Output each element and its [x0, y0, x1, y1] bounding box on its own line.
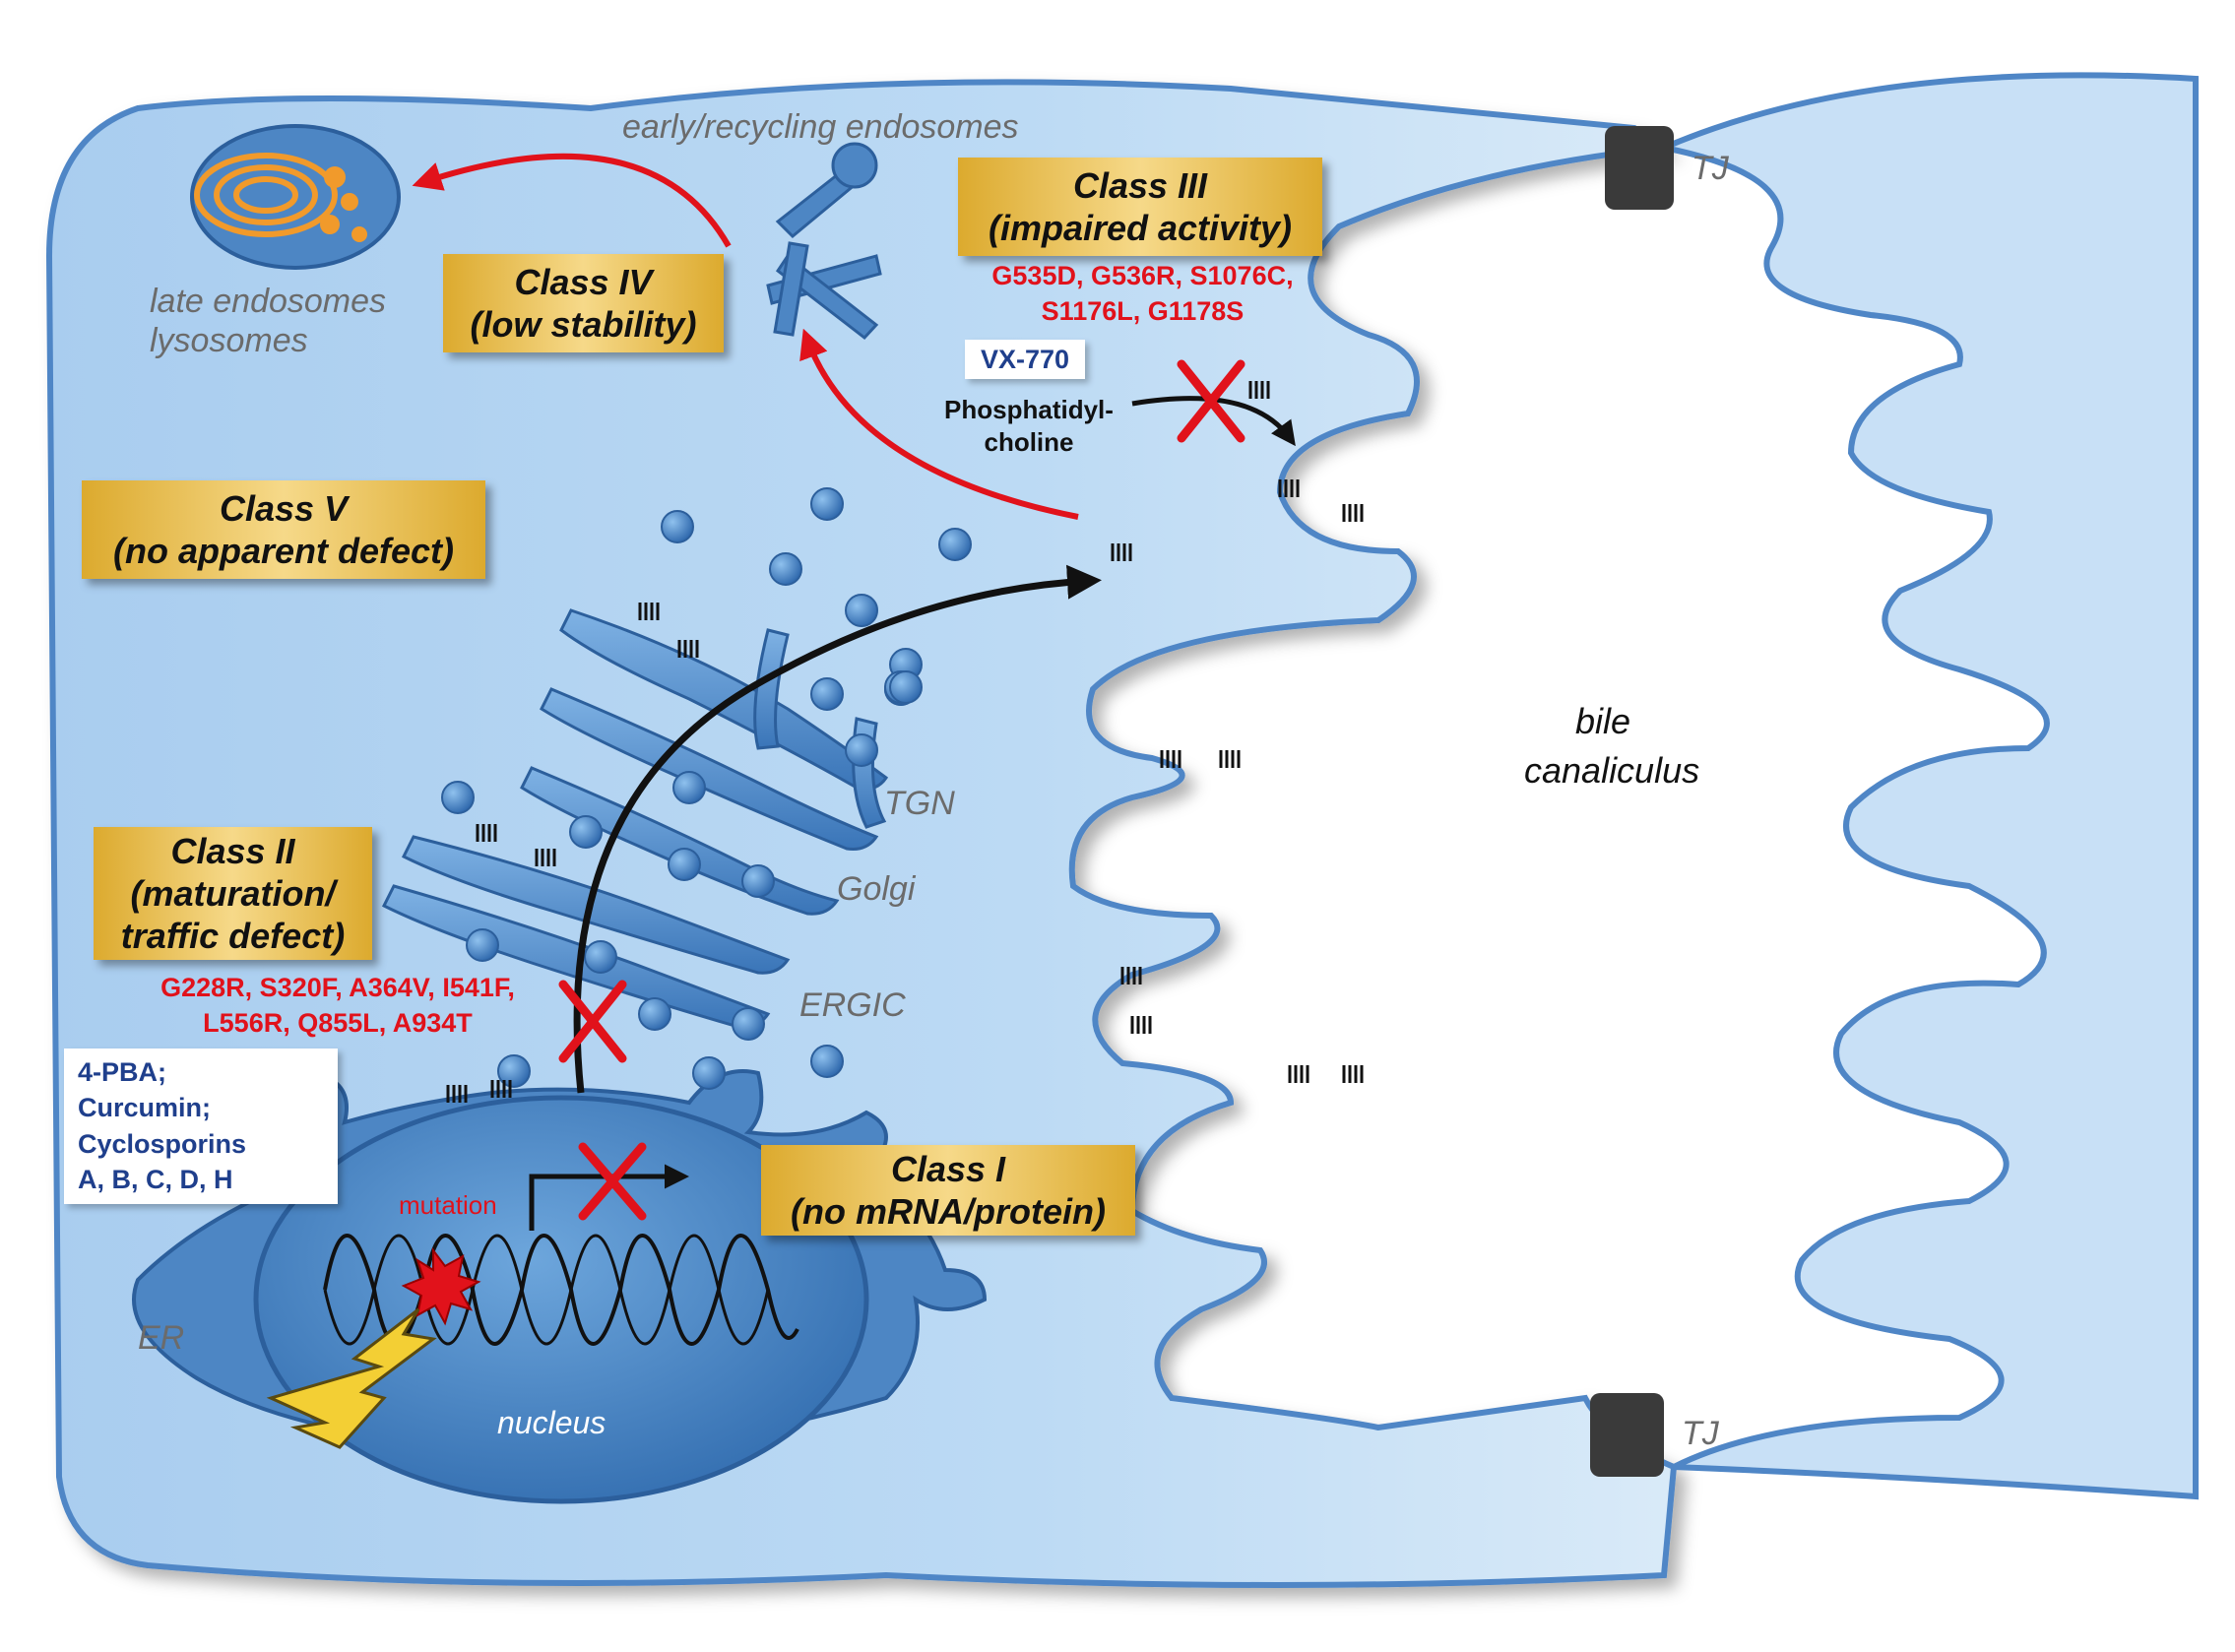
class2-box: Class II (maturation/ traffic defect)	[94, 827, 372, 960]
class3-title: Class III	[1072, 164, 1208, 206]
class3-mutations: G535D, G536R, S1076C, S1176L, G1178S	[953, 258, 1332, 330]
class1-desc: (no mRNA/protein)	[791, 1191, 1106, 1232]
class5-desc: (no apparent defect)	[112, 531, 455, 571]
drug-curcumin: Curcumin;	[78, 1093, 211, 1123]
tight-junction-icon	[1605, 126, 1674, 210]
class2-mutations-line1: G228R, S320F, A364V, I541F,	[160, 973, 515, 1002]
vx770-box: VX-770	[965, 340, 1086, 380]
class2-mutations: G228R, S320F, A364V, I541F, L556R, Q855L…	[116, 970, 559, 1042]
tight-junction-icon	[1590, 1393, 1664, 1477]
right-hepatocyte	[1653, 72, 2199, 1500]
phosphatidylcholine-label: Phosphatidyl- choline	[930, 394, 1127, 458]
class2-title: Class II	[170, 830, 295, 871]
block-cross-icon	[578, 1142, 647, 1221]
phosphatidyl-line1: Phosphatidyl-	[944, 395, 1114, 424]
late-endosomes-label: late endosomes	[150, 283, 387, 320]
transcription-arrow	[529, 1164, 689, 1231]
lysosomes-label: lysosomes	[150, 322, 308, 359]
endosomes-label: early/recycling endosomes	[622, 108, 1019, 146]
tj-bottom-label: TJ	[1682, 1415, 1719, 1452]
class5-title: Class V	[219, 487, 349, 529]
mutation-burst-icon	[401, 1247, 481, 1326]
class2-drugs-box: 4-PBA; Curcumin; Cyclosporins A, B, C, D…	[64, 1048, 338, 1204]
class2-desc2: traffic defect)	[120, 916, 346, 957]
drug-cyclosporins: Cyclosporins	[78, 1128, 247, 1159]
nucleus-label: nucleus	[497, 1405, 607, 1440]
class2-desc1: (maturation/	[130, 872, 336, 914]
tgn-label: TGN	[884, 785, 955, 822]
class4-title: Class IV	[514, 261, 653, 302]
lightning-icon	[266, 1307, 437, 1449]
block-cross-icon	[1177, 359, 1245, 443]
class1-title: Class I	[890, 1148, 1006, 1189]
vesicles	[441, 487, 972, 1090]
class3-box: Class III (impaired activity)	[958, 158, 1322, 256]
class5-box: Class V (no apparent defect)	[82, 480, 485, 579]
class3-mutations-line2: S1176L, G1178S	[1041, 296, 1245, 327]
golgi-label: Golgi	[837, 870, 916, 908]
pc-transport-arrow	[1131, 396, 1296, 447]
degradation-arrow-1	[799, 328, 1079, 520]
transport-arrow	[573, 564, 1102, 1094]
degradation-arrow-2	[412, 153, 732, 248]
tj-top-label: TJ	[1692, 150, 1729, 187]
bile-canaliculus-label-1: bile	[1575, 701, 1631, 741]
class4-desc: (low stability)	[470, 304, 697, 345]
class3-mutations-line1: G535D, G536R, S1076C,	[991, 261, 1294, 290]
ergic-label: ERGIC	[799, 986, 906, 1024]
class2-mutations-line2: L556R, Q855L, A934T	[203, 1008, 473, 1039]
nucleus	[253, 1095, 869, 1504]
class4-box: Class IV (low stability)	[443, 254, 724, 352]
class3-desc: (impaired activity)	[988, 208, 1293, 248]
drug-cyclosporin-types: A, B, C, D, H	[78, 1165, 233, 1195]
class1-box: Class I (no mRNA/protein)	[761, 1145, 1135, 1236]
drug-4pba: 4-PBA;	[78, 1057, 167, 1087]
block-cross-icon	[558, 980, 627, 1063]
phosphatidyl-line2: choline	[984, 426, 1074, 457]
lysosome-icon	[190, 124, 401, 270]
bile-canaliculus-label-2: canaliculus	[1524, 750, 1700, 791]
endosome-icon	[766, 142, 882, 341]
mutation-label: mutation	[399, 1190, 497, 1220]
transporter-icon	[446, 381, 1364, 1103]
er-label: ER	[138, 1319, 185, 1357]
